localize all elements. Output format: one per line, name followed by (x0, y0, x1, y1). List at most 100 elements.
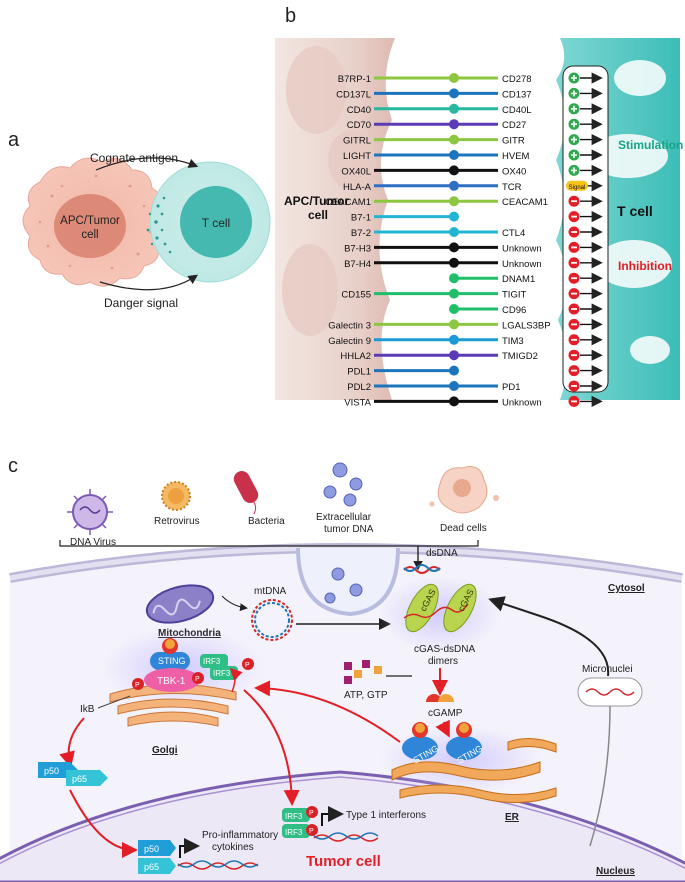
binding-domain-12 (449, 257, 459, 268)
sting-golgi-label: STING (158, 656, 186, 666)
danger-arrow (99, 274, 198, 291)
dead-cells-label: Dead cells (440, 523, 487, 534)
sting-er-dimer (402, 722, 482, 760)
cognate-arrow (95, 157, 199, 171)
receptor-label-2: CD40L (502, 105, 532, 116)
irf3-nucleus (282, 806, 318, 838)
receptor-label-13: DNAM1 (502, 274, 535, 285)
atp-gtp-label: ATP, GTP (344, 690, 388, 701)
bacteria (233, 471, 259, 515)
binding-domain-17 (449, 334, 459, 345)
receptor-label-21: Unknown (502, 397, 542, 408)
binding-domain-6 (449, 165, 459, 176)
receptor-label-10: CTL4 (502, 228, 525, 239)
inhibition-label: Inhibition (618, 259, 672, 273)
panel-b-apc-title2: cell (308, 208, 328, 222)
binding-domain-7 (449, 180, 459, 191)
p-label-5: P (309, 828, 314, 835)
receptor-label-4: GITR (502, 136, 525, 147)
p50-nuc-label: p50 (144, 844, 159, 854)
extracellular-label1: Extracellular (316, 512, 372, 523)
dna-ifn (313, 834, 379, 842)
dna-virus (67, 489, 113, 535)
bacteria-label: Bacteria (248, 516, 285, 527)
cognate-label: Cognate antigen (90, 151, 178, 165)
receptor-label-0: CD278 (502, 74, 532, 85)
p65-cyto-label: p65 (72, 774, 87, 784)
receptor-label-14: TIGIT (502, 290, 526, 301)
stimulation-label: Stimulation (618, 138, 683, 152)
apc-label-line1: APC/Tumor (60, 215, 120, 227)
mitochondria (145, 584, 215, 624)
pair-row-9: B7-1 (351, 211, 603, 224)
extracellular-label2: tumor DNA (324, 524, 374, 535)
retrovirus-label: Retrovirus (154, 516, 200, 527)
t-cell-label: T cell (202, 216, 230, 230)
pair-row-15: CD96 (449, 303, 603, 316)
p-label-1: P (135, 682, 140, 689)
panel-b-letter: b (285, 5, 296, 27)
pair-row-12: B7-H4 Unknown (344, 257, 603, 270)
dsdna-helix (403, 566, 441, 574)
receptor-label-20: PD1 (502, 382, 520, 393)
receptor-label-6: OX40 (502, 166, 526, 177)
binding-domain-10 (449, 227, 459, 237)
endosome (296, 547, 400, 617)
ligand-label-5: LIGHT (343, 151, 371, 162)
binding-domain-1 (449, 88, 459, 99)
ligand-label-10: B7-2 (351, 228, 371, 239)
binding-domain-9 (449, 211, 459, 222)
pair-row-10: B7-2 CTL4 (351, 226, 603, 239)
ligand-label-12: B7-H4 (344, 259, 371, 270)
ligand-label-2: CD40 (347, 105, 371, 116)
cgas-dimers-label1: cGAS-dsDNA (414, 644, 475, 655)
p50-cyto-label: p50 (44, 766, 59, 776)
panel-b: b APC/Tumor cell Stimulation T cell Inhi… (275, 5, 683, 408)
receptor-label-1: CD137 (502, 89, 532, 100)
dsdna-label: dsDNA (426, 548, 458, 559)
ligand-label-7: HLA-A (343, 182, 372, 193)
p-label-3: P (245, 662, 250, 669)
binding-domain-13 (449, 273, 459, 284)
ligand-label-17: Galectin 9 (328, 336, 371, 347)
extracellular-dna (323, 462, 363, 507)
dead-cells (429, 466, 499, 514)
p65-nuc-label: p65 (144, 862, 159, 872)
ligand-label-4: GITRL (343, 136, 371, 147)
receptor-label-12: Unknown (502, 259, 542, 270)
cgamp-icon (426, 694, 454, 702)
tumor-cell-label: Tumor cell (306, 853, 381, 870)
dna-virus-label: DNA Virus (70, 537, 116, 548)
p-label-2: P (195, 676, 200, 683)
pair-row-13: DNAM1 (449, 272, 603, 285)
receptor-label-11: Unknown (502, 243, 542, 254)
receptor-label-16: LGALS3BP (502, 320, 551, 331)
signal-badge-7 (566, 180, 588, 191)
panel-a: a APC/Tumor cell T cell Cognate antigen … (8, 129, 271, 310)
t-cell-nucleus (180, 186, 252, 258)
apc-label-line2: cell (81, 229, 98, 241)
apc-nucleus (54, 194, 126, 258)
receptor-label-15: CD96 (502, 305, 526, 316)
receptor-label-8: CEACAM1 (502, 197, 548, 208)
ligand-label-19: PDL1 (347, 367, 371, 378)
retrovirus (161, 481, 191, 511)
atp-gtp-icon (344, 660, 382, 684)
golgi-label: Golgi (152, 745, 178, 756)
ligand-label-8: CEACAM1 (325, 197, 371, 208)
nucleus-label: Nucleus (596, 866, 635, 877)
ligand-label-18: HHLA2 (340, 351, 371, 362)
cytosol-label: Cytosol (608, 583, 645, 594)
binding-domain-16 (449, 319, 459, 330)
binding-domain-3 (449, 119, 459, 130)
panel-b-tcell-title: T cell (617, 203, 653, 219)
type1-ifn-label: Type 1 interferons (346, 810, 426, 821)
ligand-label-0: B7RP-1 (338, 74, 371, 85)
